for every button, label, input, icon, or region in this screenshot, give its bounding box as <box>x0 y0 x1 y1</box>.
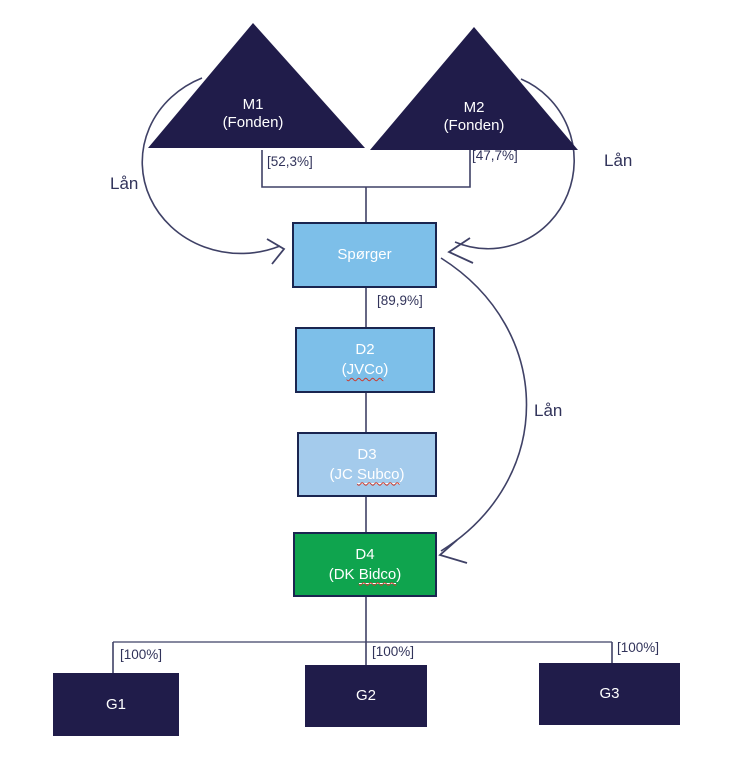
m2-name: M2 <box>463 99 485 116</box>
g3-box: G3 <box>539 663 680 725</box>
loan-arrowhead-left <box>266 238 286 265</box>
m1-ownership-pct: [52,3%] <box>267 154 313 169</box>
d2-jvco-box: D2 (JVCo) <box>295 327 435 393</box>
d4-subname: (DK Bidco) <box>328 565 402 585</box>
m1-subname: (Fonden) <box>222 114 284 131</box>
sporger-d2-ownership-pct: [89,9%] <box>377 293 423 308</box>
sporger-label: Spørger <box>337 246 392 263</box>
d2-name: D2 <box>355 341 375 358</box>
d4-dk-bidco-box: D4 (DK Bidco) <box>293 532 437 597</box>
g2-label: G2 <box>355 687 376 704</box>
m2-fund-triangle <box>370 27 578 150</box>
g3-ownership-pct: [100%] <box>617 640 660 655</box>
sporger-box: Spørger <box>292 222 437 288</box>
m1-name: M1 <box>242 96 264 113</box>
m1-fund-triangle <box>148 23 365 148</box>
d2-subname-word: JVCo <box>346 361 384 378</box>
d2-subname: (JVCo) <box>342 360 389 380</box>
g2-box: G2 <box>305 665 427 727</box>
g1-box: G1 <box>53 673 179 736</box>
d3-subname-prefix: (JC <box>329 465 357 483</box>
loan-label-left: Lån <box>110 174 139 193</box>
d2-subname-prefix: ( <box>341 361 347 378</box>
d3-jc-subco-box: D3 (JC Subco) <box>297 432 437 497</box>
d4-subname-word: Bidco <box>358 565 397 584</box>
loan-arc-sporger-to-d4 <box>440 257 528 552</box>
g1-ownership-pct: [100%] <box>120 647 163 662</box>
d4-subname-prefix: (DK <box>328 565 359 583</box>
d3-subname-word: Subco <box>356 465 400 484</box>
g2-ownership-pct: [100%] <box>372 644 415 659</box>
d2-subname-suffix: ) <box>383 361 389 378</box>
m1-fund-label: M1 (Fonden) <box>183 96 323 132</box>
loan-label-right: Lån <box>604 151 633 170</box>
loan-arrowhead-right <box>447 237 474 264</box>
m2-subname: (Fonden) <box>443 117 505 134</box>
loan-arc-left <box>141 77 281 255</box>
loan-arc-right <box>454 78 575 250</box>
d3-subname: (JC Subco) <box>329 465 405 485</box>
g1-label: G1 <box>105 695 126 713</box>
d3-name: D3 <box>357 445 377 463</box>
loan-arrowhead-d4 <box>438 539 468 564</box>
m2-ownership-pct: [47,7%] <box>472 148 518 163</box>
g3-label: G3 <box>599 685 620 702</box>
d3-subname-suffix: ) <box>399 465 405 483</box>
d4-name: D4 <box>355 545 375 563</box>
d4-subname-suffix: ) <box>396 565 402 583</box>
loan-label-mid: Lån <box>534 401 563 420</box>
m2-fund-label: M2 (Fonden) <box>404 99 544 135</box>
